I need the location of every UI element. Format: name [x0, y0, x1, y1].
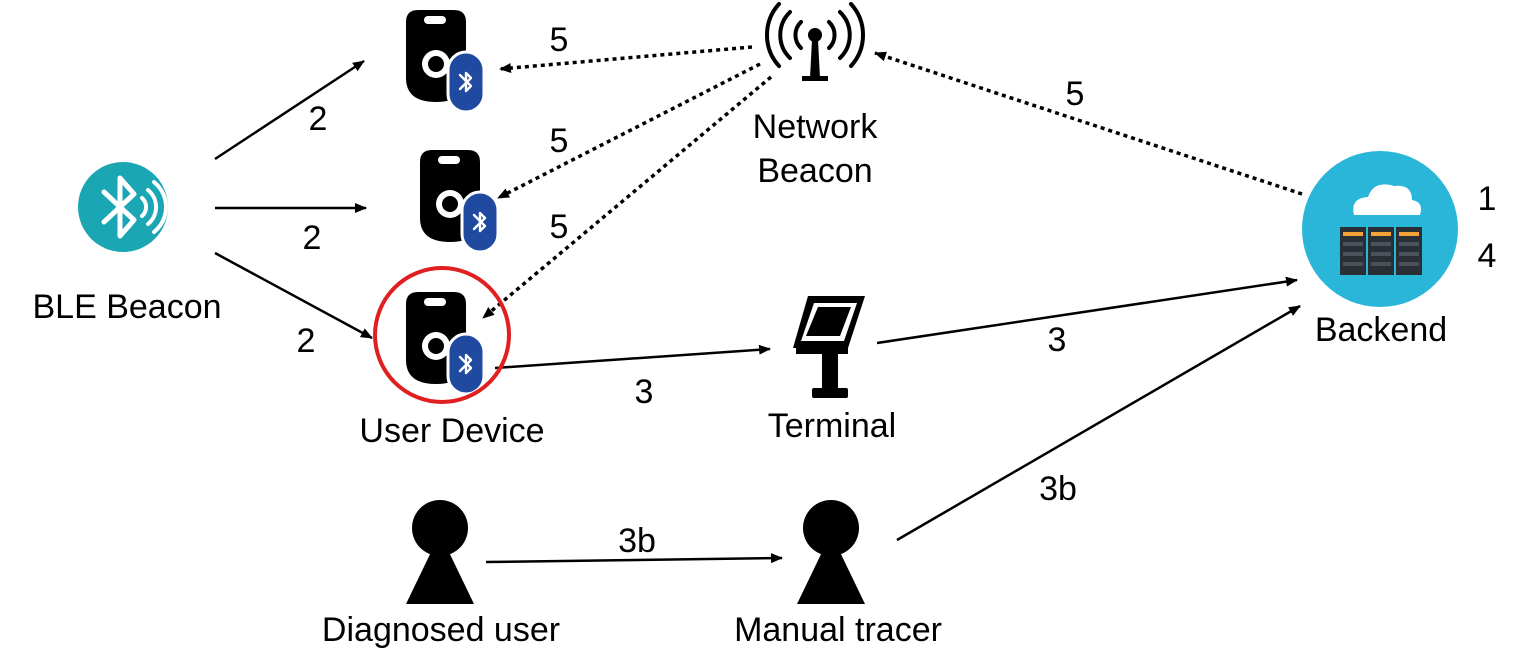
edge-label-diagnosed-tracer: 3b	[618, 522, 656, 560]
edge-label-ble-tag-top: 2	[309, 100, 328, 138]
edge-label-tracer-backend: 3b	[1039, 470, 1077, 508]
dotted-arrow-network-to-tag-top	[499, 45, 753, 74]
antenna-icon	[765, 2, 865, 81]
manual-tracer-icon	[797, 500, 865, 604]
network-beacon-label-line2: Beacon	[757, 152, 872, 190]
ble-beacon-label: BLE Beacon	[32, 288, 221, 326]
user-device-icon	[406, 292, 484, 394]
terminal-kiosk-icon	[793, 296, 865, 398]
user-device-highlight-ring	[373, 266, 511, 404]
backend-server-icon	[1302, 151, 1458, 307]
ble-beacon-icon	[78, 162, 168, 252]
user-device-label: User Device	[359, 412, 544, 450]
network-beacon-label-line1: Network	[753, 108, 879, 146]
terminal-label: Terminal	[768, 407, 896, 445]
edge-label-network-user-device: 5	[550, 208, 569, 246]
backend-label: Backend	[1315, 311, 1447, 349]
tag-device-top-icon	[406, 10, 484, 112]
arrow-user-device-to-terminal	[494, 344, 771, 370]
edge-label-network-tag-mid: 5	[550, 122, 569, 160]
arrow-diagnosed-to-tracer	[485, 553, 783, 564]
edge-label-network-tag-top: 5	[550, 21, 569, 59]
arrow-ble-to-user-device	[214, 251, 373, 340]
arrow-terminal-to-backend	[876, 276, 1298, 345]
backend-step-1: 1	[1478, 180, 1497, 218]
edge-label-user-device-terminal: 3	[635, 373, 654, 411]
dotted-arrow-backend-to-network	[874, 51, 1303, 196]
edge-label-ble-tag-mid: 2	[303, 219, 322, 257]
backend-step-4: 4	[1478, 237, 1497, 275]
manual-tracer-label: Manual tracer	[734, 611, 942, 649]
tag-device-mid-icon	[420, 150, 498, 252]
arrow-tracer-to-backend	[896, 304, 1301, 542]
edge-label-terminal-backend: 3	[1048, 321, 1067, 359]
dotted-arrow-network-to-user-device	[481, 75, 773, 320]
diagnosed-user-icon	[406, 500, 474, 604]
dotted-arrow-network-to-tag-mid	[497, 62, 761, 200]
edge-label-ble-user-device: 2	[297, 322, 316, 360]
diagnosed-user-label: Diagnosed user	[322, 611, 560, 649]
arrow-ble-to-tag-top	[214, 59, 365, 161]
edge-label-backend-network: 5	[1066, 75, 1085, 113]
